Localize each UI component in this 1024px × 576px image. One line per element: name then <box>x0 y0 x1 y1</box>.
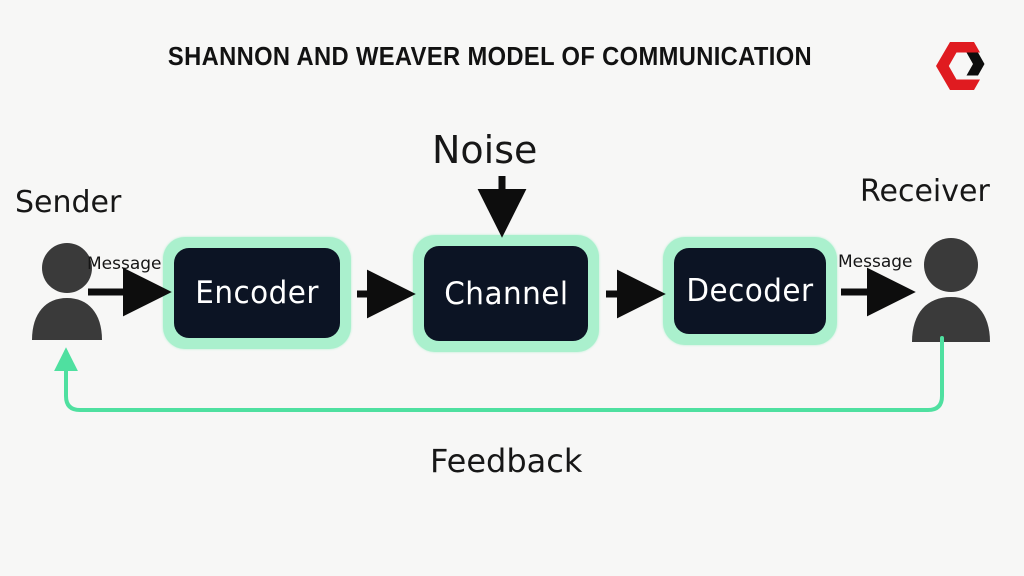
page-title: SHANNON AND WEAVER MODEL OF COMMUNICATIO… <box>167 43 813 71</box>
sender-person-icon <box>28 243 106 340</box>
receiver-person-icon <box>908 238 994 342</box>
node-decoder-body: Decoder <box>674 248 826 334</box>
noise-label: Noise <box>432 128 538 172</box>
message-label-right: Message <box>838 252 913 272</box>
node-channel[interactable]: Channel <box>413 235 599 352</box>
node-channel-label: Channel <box>443 275 569 312</box>
feedback-label: Feedback <box>430 442 583 480</box>
node-encoder-body: Encoder <box>174 248 340 338</box>
node-encoder[interactable]: Encoder <box>163 237 351 349</box>
node-channel-body: Channel <box>424 246 588 341</box>
receiver-label: Receiver <box>860 174 990 209</box>
hexagon-logo <box>928 32 996 100</box>
node-decoder[interactable]: Decoder <box>663 237 837 345</box>
node-decoder-label: Decoder <box>686 273 814 309</box>
sender-label: Sender <box>15 185 122 220</box>
node-encoder-label: Encoder <box>195 275 319 311</box>
message-label-left: Message <box>87 254 162 274</box>
